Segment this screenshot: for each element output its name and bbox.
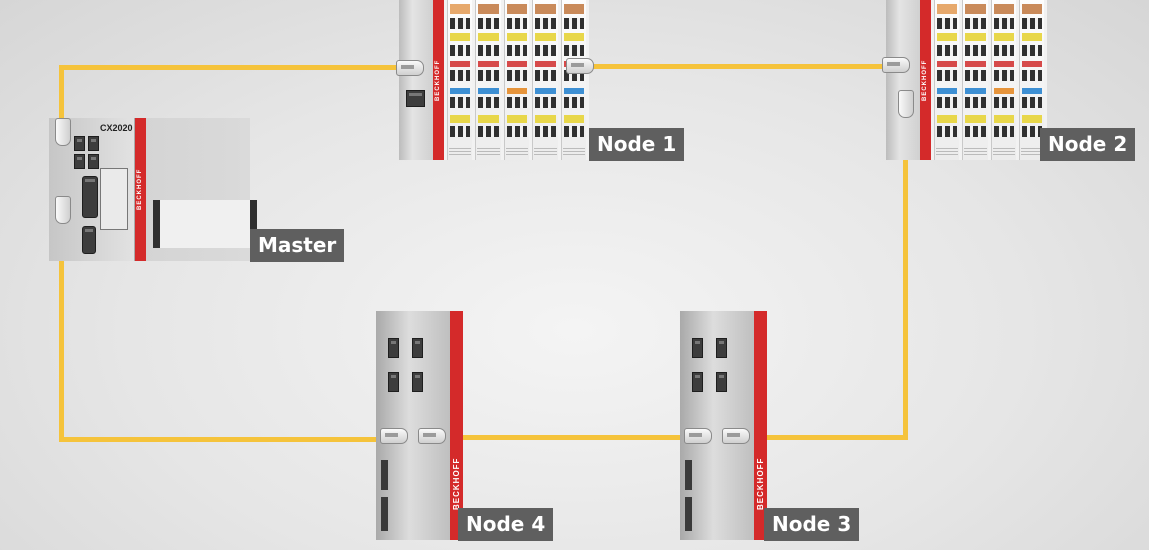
- node4-connector-out: [418, 428, 446, 444]
- node2-terminal: [1018, 0, 1044, 160]
- node1-terminals: [444, 0, 589, 160]
- master-usb-port-4: [88, 154, 99, 169]
- master-connector-top: [55, 118, 71, 146]
- node4-usb-port-1: [388, 338, 399, 358]
- node3-usb-port-4: [716, 372, 727, 392]
- cable-master-node1-horizontal: [59, 65, 401, 70]
- node1-connector-out: [566, 58, 594, 74]
- node3-connector-in: [684, 428, 712, 444]
- node4-label: Node 4: [458, 508, 554, 541]
- master-label: Master: [250, 229, 345, 262]
- node4-brand-strip: BECKHOFF: [450, 311, 463, 540]
- node3-usb-port-2: [716, 338, 727, 358]
- node1-terminal: [475, 0, 501, 160]
- node3-brand-strip: BECKHOFF: [754, 311, 767, 540]
- cable-node3-node4: [446, 435, 692, 440]
- node4-usb-port-4: [412, 372, 423, 392]
- node1-connector-in: [396, 60, 424, 76]
- node3-slot-upper: [685, 460, 692, 490]
- node4-usb-port-3: [388, 372, 399, 392]
- node3-slot-lower: [685, 497, 692, 531]
- node2-connector-out: [898, 90, 914, 118]
- node1-terminal: [560, 0, 587, 160]
- master-model-label: CX2020: [100, 123, 133, 133]
- node2-label: Node 2: [1040, 128, 1136, 161]
- node4-slot-upper: [381, 460, 388, 490]
- node2-bus-coupler: [886, 0, 920, 160]
- node2-connector-in: [882, 57, 910, 73]
- cable-node2-node3-vertical: [903, 112, 908, 440]
- node1-terminal: [532, 0, 558, 160]
- master-usb-port-2: [88, 136, 99, 151]
- node4-connector-in: [380, 428, 408, 444]
- cable-node1-node2: [590, 64, 888, 69]
- master-brand-strip: BECKHOFF: [135, 118, 146, 261]
- node1-brand-strip: BECKHOFF: [433, 0, 444, 160]
- node1-bus-coupler: [399, 0, 433, 160]
- node2-terminal: [934, 0, 960, 160]
- node1-terminal: [447, 0, 473, 160]
- master-dvi-port: [82, 176, 98, 218]
- node1-label: Node 1: [589, 128, 685, 161]
- node3-label: Node 3: [764, 508, 860, 541]
- node2-terminal: [990, 0, 1016, 160]
- cable-node4-master-horizontal: [59, 437, 384, 442]
- node1-ethernet-port: [406, 90, 425, 107]
- master-card-slot: [100, 168, 128, 230]
- master-usb-port-1: [74, 136, 85, 151]
- master-module-window: [153, 200, 257, 248]
- node4-slot-lower: [381, 497, 388, 531]
- node3-usb-port-3: [692, 372, 703, 392]
- master-usb-port-3: [74, 154, 85, 169]
- node2-brand-strip: BECKHOFF: [920, 0, 931, 160]
- node2-terminal: [962, 0, 988, 160]
- cable-node4-master-vertical: [59, 218, 64, 442]
- node1-terminal: [503, 0, 530, 160]
- master-serial-port: [82, 226, 96, 254]
- node4-usb-port-2: [412, 338, 423, 358]
- node3-usb-port-1: [692, 338, 703, 358]
- cable-master-node1-vertical: [59, 65, 64, 135]
- master-connector-bottom: [55, 196, 71, 224]
- node2-terminals: [931, 0, 1047, 160]
- cable-node2-node3-horizontal: [750, 435, 908, 440]
- node3-connector-out: [722, 428, 750, 444]
